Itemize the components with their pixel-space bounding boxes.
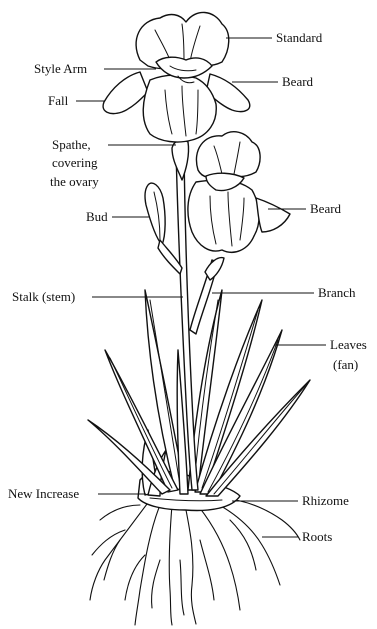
label-branch: Branch — [318, 285, 356, 300]
label-spathe-line3: the ovary — [50, 174, 99, 189]
label-style-arm: Style Arm — [34, 61, 87, 76]
label-new-increase: New Increase — [8, 486, 79, 501]
bud-drawing — [145, 183, 182, 274]
label-beard-lower: Beard — [310, 201, 342, 216]
roots-drawing — [90, 498, 300, 625]
label-roots: Roots — [302, 529, 332, 544]
label-standard: Standard — [276, 30, 323, 45]
label-leaves-line1: Leaves — [330, 337, 367, 352]
lower-flower-drawing — [188, 132, 290, 253]
label-fall: Fall — [48, 93, 69, 108]
upper-flower-drawing — [103, 12, 250, 142]
label-spathe-line2: covering — [52, 155, 98, 170]
label-beard-top: Beard — [282, 74, 314, 89]
label-stalk: Stalk (stem) — [12, 289, 75, 304]
label-rhizome: Rhizome — [302, 493, 349, 508]
label-spathe-line1: Spathe, — [52, 137, 91, 152]
label-leaves-line2: (fan) — [333, 357, 358, 372]
label-bud: Bud — [86, 209, 108, 224]
spathe-drawing — [172, 140, 189, 180]
